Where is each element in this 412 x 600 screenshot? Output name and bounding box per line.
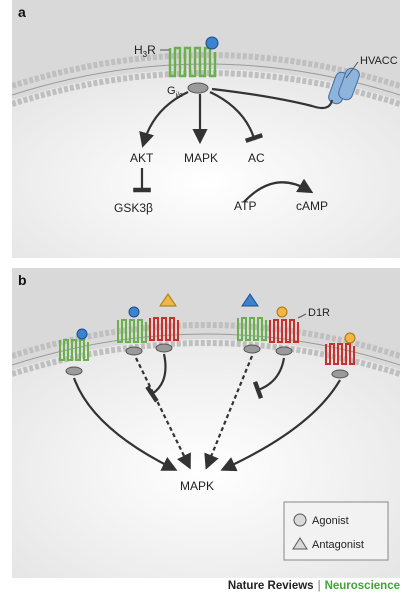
arrow-4-to-mapk [220,379,341,472]
link-to-hvacc [211,87,334,110]
mapk-label: MAPK [184,151,218,165]
agonist-orange-3 [276,306,288,318]
journal-footer: Nature Reviews|Neuroscience [228,580,400,592]
dashed-arrow-3-to-mapk [204,355,254,470]
membrane-outer-heads [11,52,401,89]
arrow-to-akt [139,91,189,148]
hvacc-leader [345,61,359,79]
panel-b: D1R MAPK Agonist Antagonist b [11,268,401,578]
journal-name: Nature Reviews [227,580,314,592]
inhibit-arrow-2 [145,353,167,403]
h3r-label: H3R [134,43,156,59]
g-protein-2a [125,346,143,356]
ac-label: AC [248,151,265,165]
panel-a-label: a [18,4,26,20]
atp-label: ATP [234,199,256,213]
d1r-leader [297,313,307,319]
antagonist-orange-2 [159,293,177,307]
legend-agonist-label: Agonist [312,515,349,527]
footer-separator: | [317,580,321,592]
panel-b-diagram: D1R MAPK Agonist Antagonist [11,293,401,578]
membrane-inner-heads [11,70,401,107]
inhibit-ac [209,91,264,143]
legend-agonist-icon [293,513,307,527]
legend-antagonist-icon [292,537,308,550]
dashed-arrow-2-to-mapk [135,357,191,470]
panel-a: H3R Gi/o HVACC AKT MAPK AC GSK3β ATP cAM… [11,0,401,258]
gsk3b-label: GSK3β [114,201,153,215]
agonist-ligand [205,36,219,50]
arrow-1-to-mapk [72,377,178,471]
d1r-receptor-2 [149,317,179,341]
d1r-receptor-4 [325,343,355,365]
inhibit-arrow-3 [252,357,286,400]
g-protein-3b [275,346,293,356]
legend-antagonist-label: Antagonist [312,539,364,551]
camp-label: cAMP [296,199,328,213]
panel-b-label: b [18,272,27,288]
legend: Agonist Antagonist [283,501,389,561]
hvacc-label: HVACC [360,55,398,67]
h3r-receptor-1 [59,339,89,361]
agonist-orange-4 [344,332,356,344]
panel-a-diagram: H3R Gi/o HVACC AKT MAPK AC GSK3β ATP cAM… [11,36,401,258]
cell-interior [12,69,400,258]
d1r-label: D1R [308,307,330,319]
g-protein-2b [155,343,173,353]
g-protein [187,82,209,94]
mapk-label: MAPK [180,479,214,493]
h3r-receptor-3 [237,317,267,341]
h3r-receptor-2 [117,319,147,343]
atp-to-camp-arrow [243,178,314,203]
g-protein-1 [65,366,83,376]
hvacc-channel [328,67,360,105]
g-protein-3a [243,344,261,354]
akt-label: AKT [130,151,154,165]
g-protein-4 [331,369,349,379]
agonist-blue-1 [76,328,88,340]
d1r-receptor-3 [269,319,299,343]
agonist-blue-2 [128,306,140,318]
journal-section: Neuroscience [324,580,400,592]
antagonist-blue-3 [241,293,259,307]
